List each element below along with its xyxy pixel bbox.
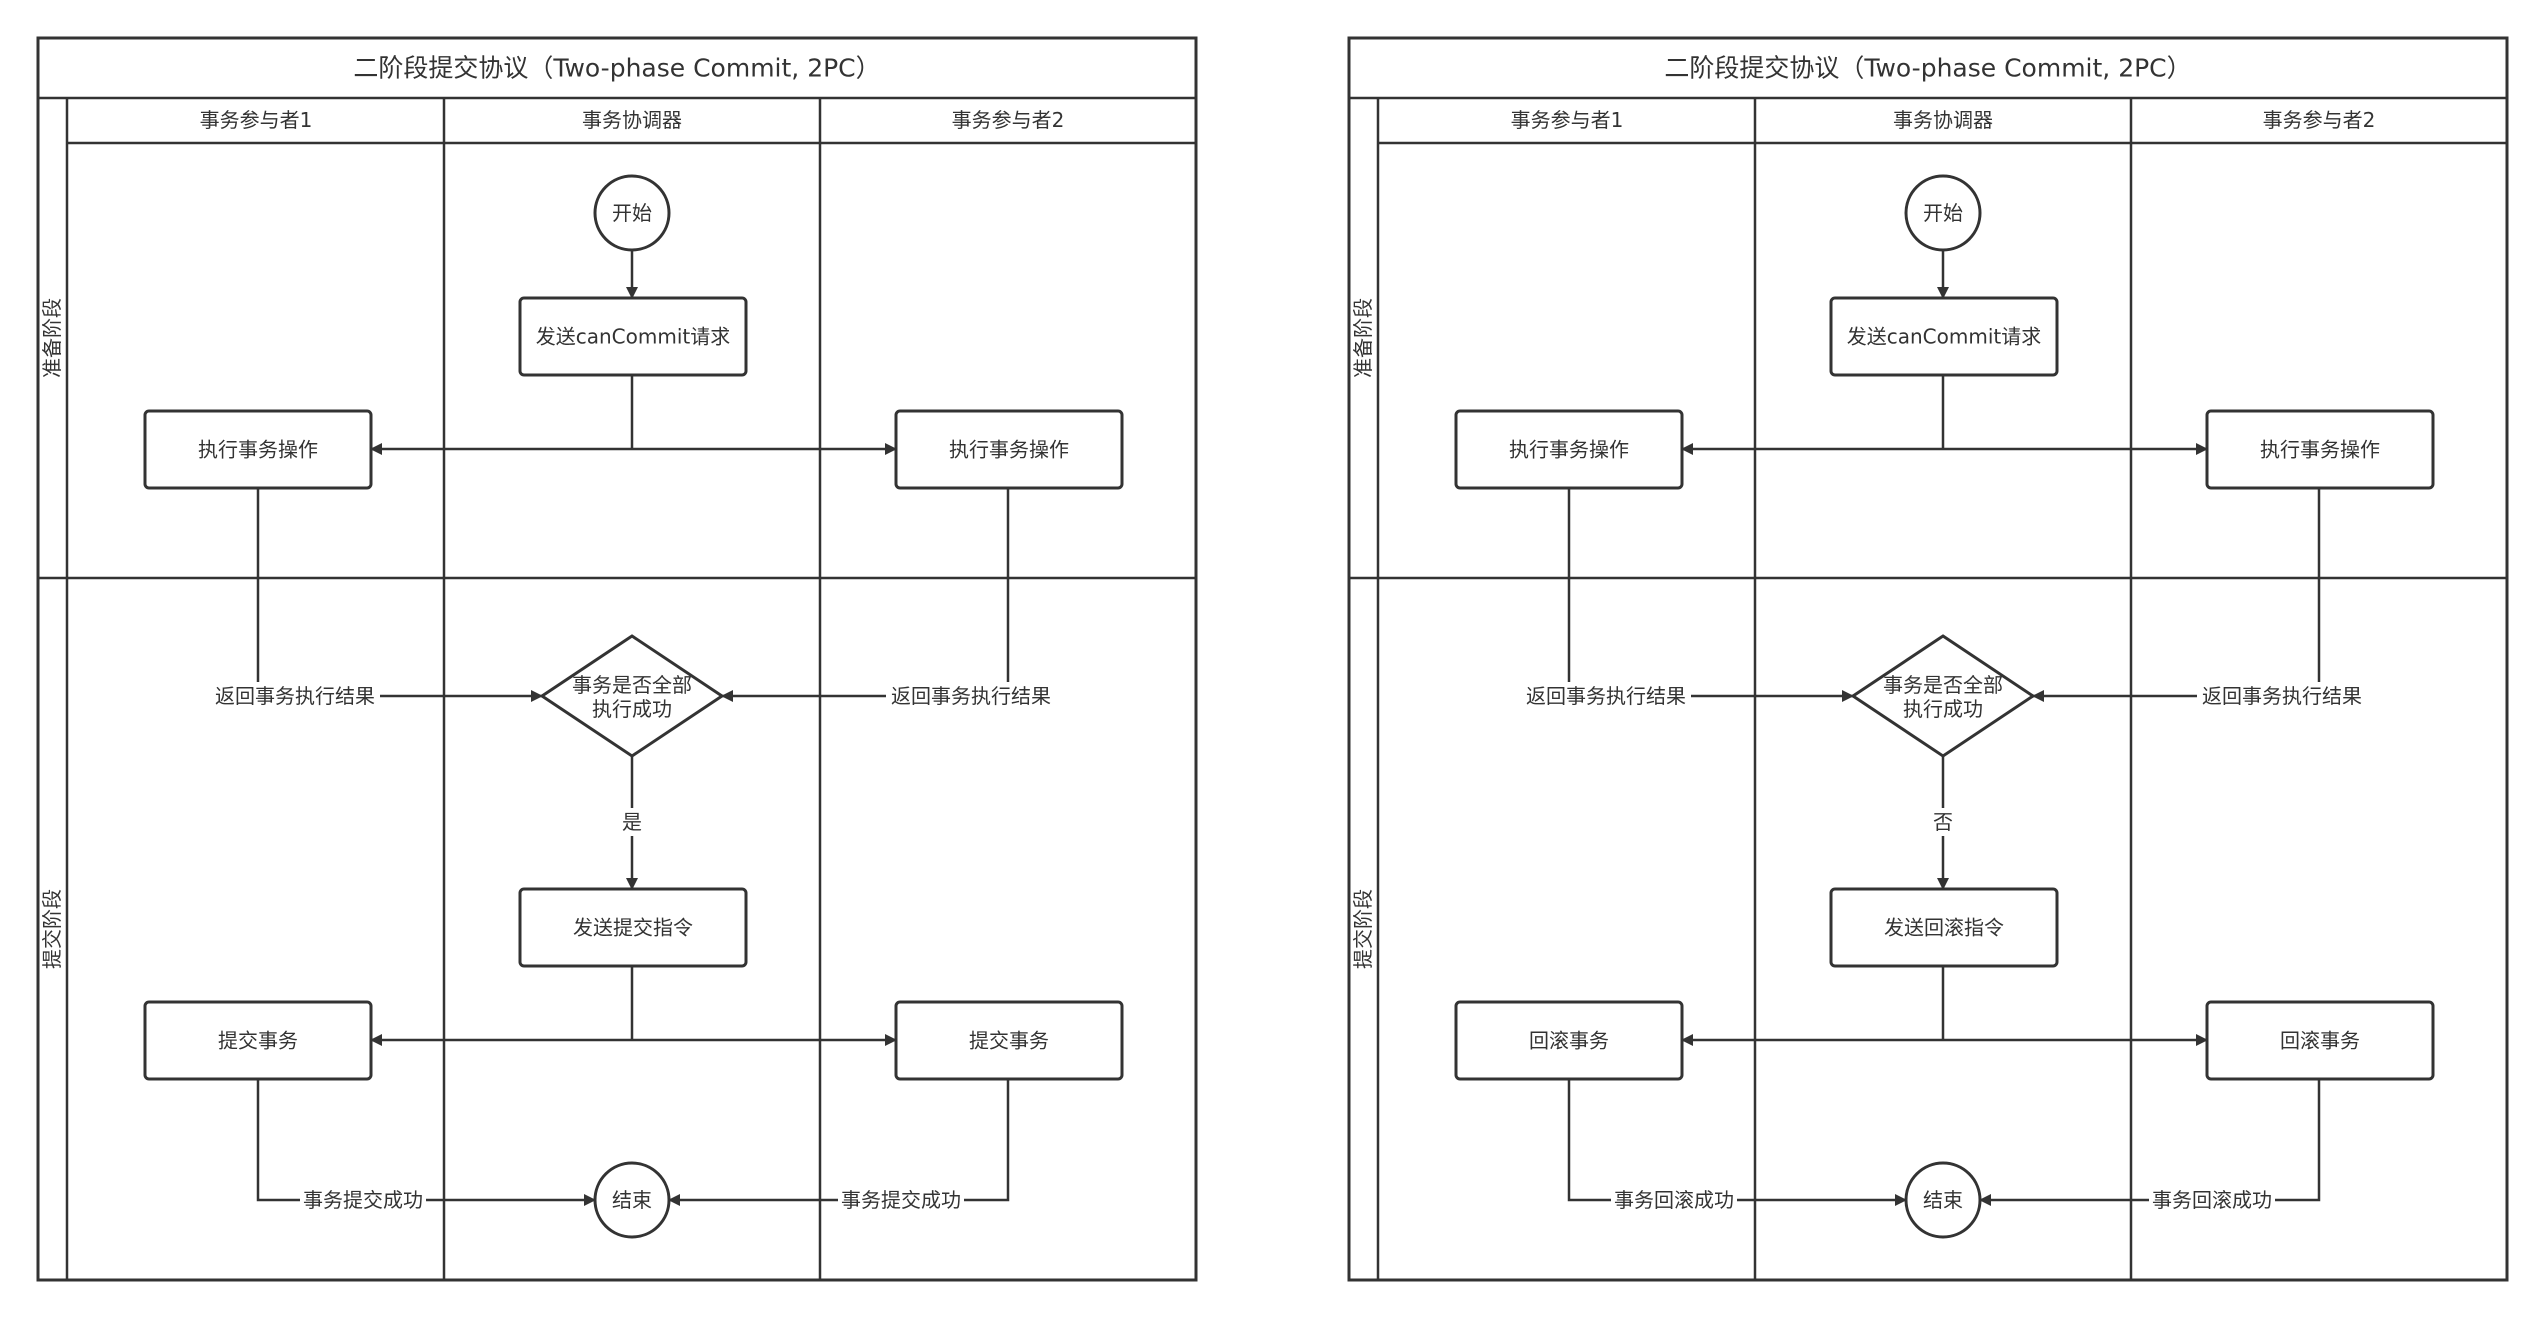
start-label: 开始 <box>612 201 652 225</box>
lane-label: 准备阶段 <box>40 298 64 378</box>
lane-label: 提交阶段 <box>40 889 64 969</box>
edge-action-left-to-end <box>256 1079 596 1206</box>
participant-action-node-left-label: 回滚事务 <box>1529 1029 1609 1053</box>
diagram-2: 二阶段提交协议（Two-phase Commit, 2PC） 事务参与者1 事务协调… <box>1347 36 2509 1282</box>
edge-label-background <box>617 808 647 836</box>
column-header: 事务参与者2 <box>2263 108 2376 132</box>
edge-label-background <box>2197 682 2367 710</box>
edge-label-background <box>838 1186 964 1214</box>
edge-action-left-to-end <box>1567 1079 1907 1206</box>
column-header: 事务参与者1 <box>200 108 313 132</box>
participant-action-node-right-label: 提交事务 <box>969 1029 1049 1053</box>
participant-action-node-left-label: 提交事务 <box>218 1029 298 1053</box>
edge-label-done-right: 事务提交成功 <box>841 1188 961 1212</box>
end-label: 结束 <box>612 1188 652 1212</box>
edge-label-background <box>210 682 380 710</box>
send-request-node-label: 发送canCommit请求 <box>1847 325 2042 349</box>
lane-label: 准备阶段 <box>1351 298 1375 378</box>
execute-transaction-node-left-label: 执行事务操作 <box>1509 438 1629 462</box>
edge-label-background <box>1928 808 1958 836</box>
diagram-frame <box>1347 36 2509 1282</box>
diagram-title: 二阶段提交协议（Two-phase Commit, 2PC） <box>1664 54 2191 83</box>
edge-label-decision-branch: 是 <box>622 810 642 834</box>
diagram-title: 二阶段提交协议（Two-phase Commit, 2PC） <box>353 54 880 83</box>
start-label: 开始 <box>1923 201 1963 225</box>
edge-label-background <box>2149 1186 2275 1214</box>
edge-label-background <box>1611 1186 1737 1214</box>
edge-action-right-to-end <box>1979 1079 2321 1206</box>
edge-label-done-left: 事务回滚成功 <box>1614 1188 1734 1212</box>
edge-label-background <box>300 1186 426 1214</box>
column-header: 事务协调器 <box>1893 108 1993 132</box>
decision-label-line-2: 执行成功 <box>592 697 672 721</box>
edge-label-return-left: 返回事务执行结果 <box>215 684 375 708</box>
send-command-node-label: 发送提交指令 <box>573 916 693 940</box>
edge-action-right-to-end <box>668 1079 1010 1206</box>
participant-action-node-right-label: 回滚事务 <box>2280 1029 2360 1053</box>
lane-label: 提交阶段 <box>1351 889 1375 969</box>
edge-label-return-left: 返回事务执行结果 <box>1526 684 1686 708</box>
diagram-frame <box>36 36 1198 1282</box>
decision-label-line-1: 事务是否全部 <box>1883 673 2003 697</box>
edge-label-done-right: 事务回滚成功 <box>2152 1188 2272 1212</box>
edge-label-background <box>886 682 1056 710</box>
edge-label-decision-branch: 否 <box>1933 810 1953 834</box>
edge-exec-right-to-decision <box>721 488 1010 702</box>
execute-transaction-node-right-label: 执行事务操作 <box>2260 438 2380 462</box>
edge-label-background <box>1521 682 1691 710</box>
edge-label-done-left: 事务提交成功 <box>303 1188 423 1212</box>
execute-transaction-node-left-label: 执行事务操作 <box>198 438 318 462</box>
edge-label-return-right: 返回事务执行结果 <box>2202 684 2362 708</box>
column-header: 事务参与者2 <box>952 108 1065 132</box>
execute-transaction-node-right-label: 执行事务操作 <box>949 438 1069 462</box>
edge-exec-left-to-decision <box>256 488 543 702</box>
send-request-node-label: 发送canCommit请求 <box>536 325 731 349</box>
edge-label-return-right: 返回事务执行结果 <box>891 684 1051 708</box>
diagram-1: 二阶段提交协议（Two-phase Commit, 2PC） 事务参与者1 事务协调… <box>36 36 1198 1282</box>
end-label: 结束 <box>1923 1188 1963 1212</box>
column-header: 事务协调器 <box>582 108 682 132</box>
decision-label-line-1: 事务是否全部 <box>572 673 692 697</box>
decision-label-line-2: 执行成功 <box>1903 697 1983 721</box>
edge-exec-right-to-decision <box>2032 488 2321 702</box>
column-header: 事务参与者1 <box>1511 108 1624 132</box>
edge-exec-left-to-decision <box>1567 488 1854 702</box>
send-command-node-label: 发送回滚指令 <box>1884 916 2004 940</box>
